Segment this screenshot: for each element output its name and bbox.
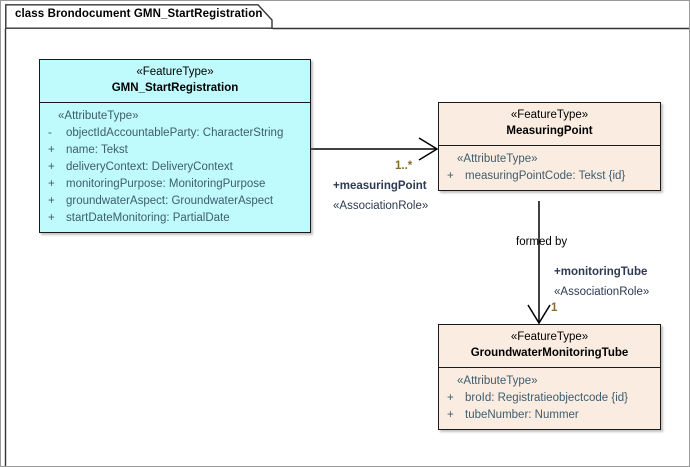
attribute-row: + tubeNumber: Nummer	[443, 407, 656, 424]
frame-tab-shape	[5, 4, 273, 29]
association-name-mp-gmt: formed by	[516, 236, 568, 248]
class-stereotype: «FeatureType»	[510, 109, 589, 121]
class-header: «FeatureType» MeasuringPoint	[439, 103, 660, 146]
attribute-text: startDateMonitoring: PartialDate	[66, 212, 230, 224]
attribute-text: monitoringPurpose: MonitoringPurpose	[66, 178, 266, 190]
visibility-marker: +	[447, 392, 454, 404]
class-header: «FeatureType» GMN_StartRegistration	[40, 60, 310, 103]
attribute-row: + groundwaterAspect: GroundwaterAspect	[44, 193, 306, 210]
attribute-compartment: «AttributeType» + broId: Registratieobje…	[439, 368, 660, 429]
attribute-text: tubeNumber: Nummer	[465, 409, 579, 421]
attribute-stereotype: «AttributeType»	[457, 375, 538, 387]
visibility-marker: +	[48, 161, 55, 173]
class-header: «FeatureType» GroundwaterMonitoringTube	[439, 325, 660, 368]
association-role-gmn-mp: +measuringPoint	[333, 180, 427, 192]
diagram-frame-tab: class Brondocument GMN_StartRegistration	[5, 4, 273, 29]
attribute-text: groundwaterAspect: GroundwaterAspect	[66, 195, 274, 207]
visibility-marker: +	[447, 409, 454, 421]
attribute-text: objectIdAccountableParty: CharacterStrin…	[66, 127, 284, 139]
class-box-gmn-startregistration[interactable]: «FeatureType» GMN_StartRegistration «Att…	[39, 59, 311, 233]
class-name: MeasuringPoint	[506, 125, 593, 137]
class-name: GMN_StartRegistration	[111, 82, 239, 94]
attribute-text: name: Tekst	[66, 144, 128, 156]
class-box-groundwatermonitoringtube[interactable]: «FeatureType» GroundwaterMonitoringTube …	[438, 324, 661, 430]
visibility-marker: +	[48, 178, 55, 190]
attribute-row: - objectIdAccountableParty: CharacterStr…	[44, 125, 306, 142]
attribute-text: deliveryContext: DeliveryContext	[66, 161, 233, 173]
association-stereotype-mp-gmt: «AssociationRole»	[554, 286, 650, 298]
attribute-compartment: «AttributeType» + measuringPointCode: Te…	[439, 146, 660, 190]
visibility-marker: +	[48, 195, 55, 207]
class-box-measuringpoint[interactable]: «FeatureType» MeasuringPoint «AttributeT…	[438, 102, 661, 191]
attribute-row: + measuringPointCode: Tekst {id}	[443, 168, 656, 185]
class-stereotype: «FeatureType»	[510, 331, 589, 343]
visibility-marker: +	[48, 144, 55, 156]
class-stereotype: «FeatureType»	[136, 66, 214, 78]
attribute-row: + name: Tekst	[44, 142, 306, 159]
association-role-mp-gmt: +monitoringTube	[554, 266, 648, 278]
attribute-stereotype: «AttributeType»	[58, 110, 139, 122]
arrowhead-mp-gmt	[527, 304, 551, 325]
attribute-row: + startDateMonitoring: PartialDate	[44, 210, 306, 227]
class-name: GroundwaterMonitoringTube	[470, 347, 629, 359]
attribute-row: + broId: Registratieobjectcode {id}	[443, 390, 656, 407]
attribute-text: measuringPointCode: Tekst {id}	[465, 170, 626, 182]
attribute-text: broId: Registratieobjectcode {id}	[465, 392, 629, 404]
visibility-marker: -	[48, 127, 52, 139]
arrowhead-gmn-mp	[418, 137, 439, 161]
attribute-compartment: «AttributeType» - objectIdAccountablePar…	[40, 103, 310, 232]
attribute-row: + monitoringPurpose: MonitoringPurpose	[44, 176, 306, 193]
attribute-row: + deliveryContext: DeliveryContext	[44, 159, 306, 176]
association-multiplicity-gmn-mp: 1..*	[395, 160, 413, 172]
association-stereotype-gmn-mp: «AssociationRole»	[333, 200, 429, 212]
association-multiplicity-mp-gmt: 1	[551, 302, 558, 314]
frame-tab-label: class Brondocument GMN_StartRegistration	[15, 8, 263, 20]
visibility-marker: +	[447, 170, 454, 182]
attribute-stereotype: «AttributeType»	[457, 153, 538, 165]
visibility-marker: +	[48, 212, 55, 224]
